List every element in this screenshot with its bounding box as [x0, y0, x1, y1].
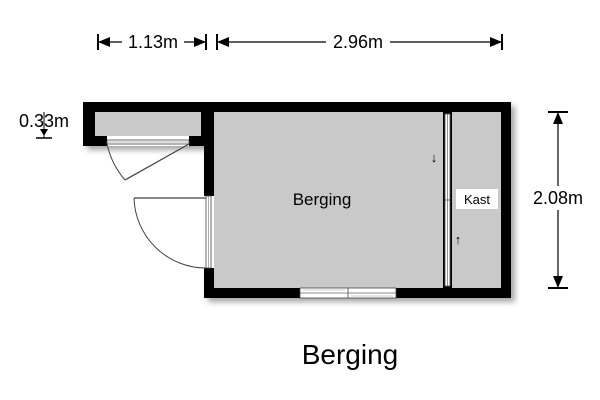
room-label-kast: Kast	[464, 192, 490, 207]
dim-label-left: 0.33m	[19, 111, 69, 131]
dimension-right: 2.08m	[526, 111, 590, 289]
dimension-top-right: 2.96m	[216, 30, 503, 52]
dim-label-right: 2.08m	[533, 188, 583, 208]
door-left	[133, 195, 214, 269]
dimension-top-left: 1.13m	[97, 30, 207, 52]
dim-label-top-right: 2.96m	[333, 32, 383, 52]
arrow-up-icon: ↑	[455, 232, 462, 247]
dimension-left: 0.33m	[19, 111, 69, 139]
sliding-door	[444, 113, 451, 287]
room-floor-berging	[214, 112, 443, 288]
arrow-down-icon: ↓	[431, 150, 438, 165]
room-label-berging: Berging	[293, 190, 352, 209]
dim-label-top-left: 1.13m	[128, 32, 178, 52]
window-bottom	[299, 287, 397, 299]
plan-title: Berging	[302, 339, 399, 370]
alcove-floor	[95, 112, 201, 136]
door-alcove	[106, 136, 190, 181]
